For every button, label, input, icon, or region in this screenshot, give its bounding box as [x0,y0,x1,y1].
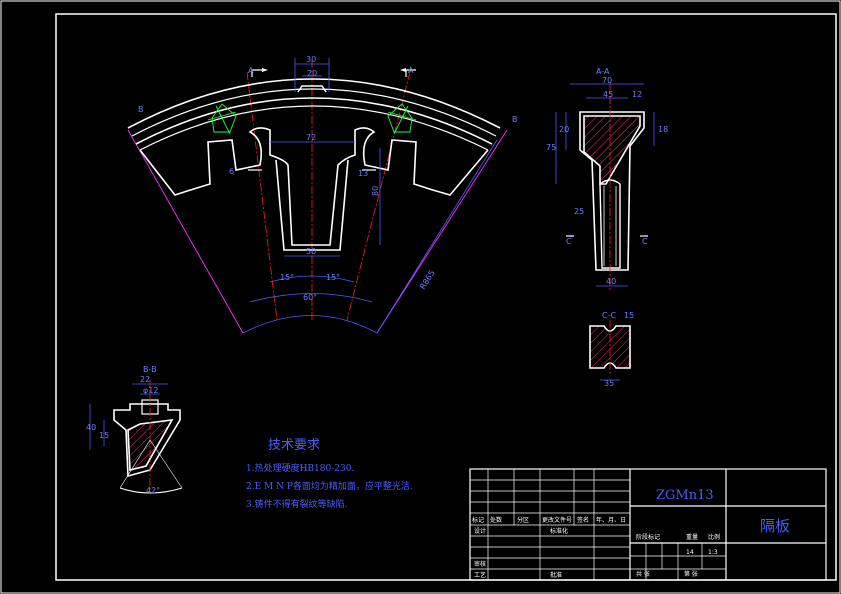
dim-top-30: 30 [306,55,316,64]
dim-angle-15-left: 15° [280,273,294,282]
dim-aa-25: 25 [574,207,584,216]
dim-cc-35: 35 [604,379,614,388]
dim-aa-45: 45 [603,90,613,99]
tb-stage-mark: 阶段标记 [636,533,660,541]
dim-aa-40-bot: 40 [606,277,616,286]
tb-rev-col-2: 分区 [517,516,529,524]
tb-ratio: 比例 [708,533,720,541]
technical-notes: 技术要求 1.热处理硬度HB180-230. 2.E M N P各面均为精加面，… [246,438,413,510]
dim-angle-60: 60° [303,293,317,302]
dim-bb-22: 22 [140,375,150,384]
notes-item-1: 1.热处理硬度HB180-230. [246,462,354,474]
dim-inner-72: 72 [306,133,316,142]
tb-row-design: 设计 [474,527,486,535]
tb-count: 14 [686,549,694,556]
dim-bottom-50: 50 [306,247,316,256]
notes-item-3: 3.铸件不得有裂纹等缺陷. [246,498,348,510]
tb-rev-col-4: 签名 [577,516,589,524]
notes-item-2: 2.E M N P各面均为精加面，应平整光洁. [246,480,413,492]
tb-rev-col-1: 处数 [490,516,502,524]
dim-mid-13: 13 [358,169,368,178]
mark-c-left: C [566,237,572,246]
dim-bb-12: φ12 [143,386,158,395]
main-sector-view: A A B B 30 20 72 50 80 6 13 15° 15° 60° … [127,55,518,334]
dim-mid-80: 80 [371,186,380,196]
tb-row-process: 工艺 [474,571,486,579]
tb-scale: 1:3 [708,549,718,556]
tb-row-review: 审核 [474,560,486,568]
section-cc-view: C-C 35 15 [589,311,634,388]
section-cc-label: C-C [602,311,616,320]
dim-top-20: 20 [307,69,317,78]
dim-mid-6: 6 [229,167,234,176]
tb-rev-col-5: 年、月、日 [596,516,626,524]
mark-c-right: C [642,237,648,246]
mark-a-right: A [408,66,414,75]
section-bb-view: B-B 22 φ12 40 15 42° [86,365,183,495]
dim-bb-40: 40 [86,423,96,432]
dim-bb-42: 42° [146,486,160,495]
section-bb-label: B-B [143,365,157,374]
title-block: 标记 处数 分区 更改文件号 签名 年、月、日 设计 标准化 审核 工艺 批准 … [469,468,827,581]
dim-aa-12: 12 [632,90,642,99]
inner-frame [55,13,837,581]
section-aa-label: A-A [596,67,610,76]
notes-title: 技术要求 [268,438,320,453]
mark-b-left: B [138,105,144,114]
tb-rev-col-3: 更改文件号 [542,516,572,524]
dim-aa-18: 18 [658,125,668,134]
tb-sheet-no: 第 张 [684,570,698,578]
dim-aa-20: 20 [559,125,569,134]
section-aa-view: A-A 70 45 12 18 75 20 40 25 C C [546,67,668,290]
dim-aa-70: 70 [602,76,612,85]
tb-row-std: 标准化 [550,527,568,535]
tb-rev-col-0: 标记 [472,516,484,524]
dim-bb-15: 15 [99,431,109,440]
dim-radius: R865 [418,269,437,291]
tb-sheets: 共 张 [636,570,650,578]
dim-angle-15-right: 15° [326,273,340,282]
tb-material: ZGMn13 [656,488,714,503]
mark-a-left: A [248,66,254,75]
mark-b-right: B [512,115,518,124]
dim-aa-75: 75 [546,143,556,152]
dim-cc-15: 15 [624,311,634,320]
tb-row-approve: 批准 [550,571,562,579]
tb-weight: 重量 [686,533,698,541]
tb-part-name: 隔板 [760,517,790,535]
